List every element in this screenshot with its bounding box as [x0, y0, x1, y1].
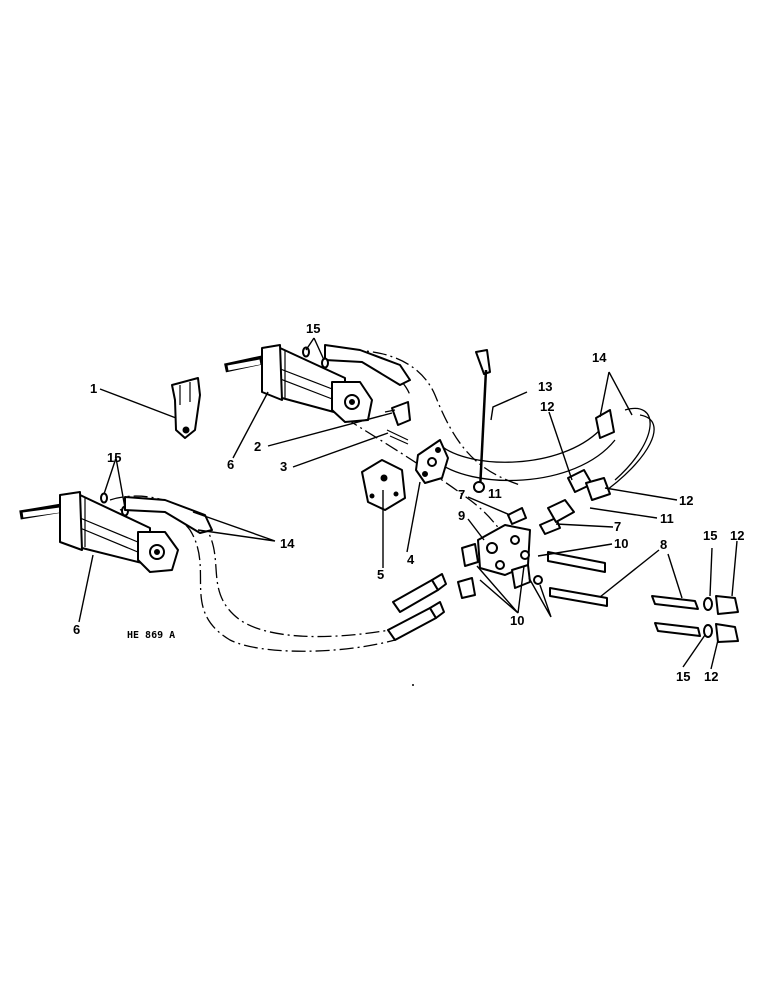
callout-12-bottom-end: 12	[704, 669, 718, 684]
callout-4: 4	[407, 552, 415, 567]
callout-9: 9	[458, 508, 465, 523]
fittings-part-10	[511, 550, 543, 589]
bracket-part-1	[171, 377, 201, 439]
fittings-part-9	[457, 543, 479, 599]
clip-part-2	[384, 401, 411, 426]
leader-lines	[78, 337, 738, 670]
callout-10-right: 10	[614, 536, 628, 551]
callout-2: 2	[254, 439, 261, 454]
callout-8: 8	[660, 537, 667, 552]
plate-part-5	[361, 459, 406, 511]
callouts: 1 2 3 4 5 6 6 7 7 8 9 10 10 11 11 12 12 …	[73, 321, 744, 684]
orings-part-15	[100, 346, 713, 638]
callout-14-top: 14	[592, 350, 607, 365]
callout-12-center: 12	[540, 399, 554, 414]
callout-12-top-end: 12	[730, 528, 744, 543]
callout-1: 1	[90, 381, 97, 396]
callout-15-right-top: 15	[703, 528, 717, 543]
callout-11-left: 11	[488, 486, 502, 501]
callout-7-right: 7	[614, 519, 621, 534]
callout-3: 3	[280, 459, 287, 474]
callout-15-left: 15	[107, 450, 121, 465]
hose-ends-lower	[387, 573, 447, 641]
callout-6-upper: 6	[227, 457, 234, 472]
upper-cylinder-part-6	[224, 344, 411, 423]
figure-id: HE 869 A	[127, 630, 175, 641]
rod-part-13	[473, 349, 491, 493]
callout-14-left: 14	[280, 536, 295, 551]
callout-12-right: 12	[679, 493, 693, 508]
lower-cylinder-part-6	[19, 491, 213, 573]
callout-11-right: 11	[660, 511, 674, 526]
valve-part-4	[415, 439, 449, 484]
couplers-part-12-end	[715, 595, 739, 643]
callout-10-bottom: 10	[510, 613, 524, 628]
callout-15-right-bottom: 15	[676, 669, 690, 684]
callout-5: 5	[377, 567, 384, 582]
callout-6-lower: 6	[73, 622, 80, 637]
speck	[412, 684, 414, 686]
callout-7-left: 7	[458, 487, 465, 502]
fittings-part-7	[507, 507, 561, 535]
callout-13: 13	[538, 379, 552, 394]
pipes-part-8	[547, 551, 701, 637]
callout-15-top: 15	[306, 321, 320, 336]
pin-part-3	[386, 429, 409, 445]
